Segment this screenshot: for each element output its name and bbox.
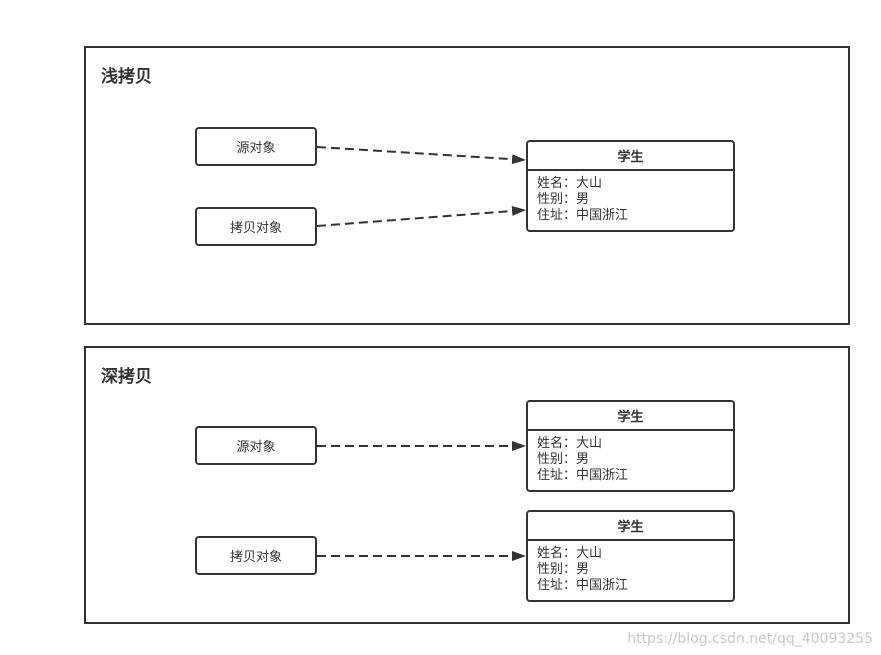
attr-name: 姓名：大山: [537, 546, 603, 561]
deep-copy-title: 深拷贝: [101, 367, 152, 387]
deep-student-class-source[interactable]: 学生 姓名：大山 性别：男 住址：中国浙江: [526, 400, 735, 492]
shallow-copy-object[interactable]: 拷贝对象: [195, 207, 317, 246]
watermark: https://blog.csdn.net/qq_40093255: [627, 631, 873, 647]
attr-address: 住址：中国浙江: [537, 208, 629, 223]
attr-name: 姓名：大山: [537, 176, 603, 191]
class-name: 学生: [528, 142, 733, 171]
attr-gender: 性别：男: [537, 562, 590, 577]
shallow-source-object[interactable]: 源对象: [195, 127, 317, 166]
attr-address: 住址：中国浙江: [537, 468, 629, 483]
shallow-copy-panel: 浅拷贝: [84, 46, 850, 325]
attr-gender: 性别：男: [537, 192, 590, 207]
class-name: 学生: [528, 402, 733, 431]
class-attributes: 姓名：大山 性别：男 住址：中国浙江: [528, 171, 733, 224]
deep-source-object[interactable]: 源对象: [195, 426, 317, 465]
deep-student-class-copy[interactable]: 学生 姓名：大山 性别：男 住址：中国浙江: [526, 510, 735, 602]
class-name: 学生: [528, 512, 733, 541]
deep-copy-panel: 深拷贝: [84, 346, 850, 624]
class-attributes: 姓名：大山 性别：男 住址：中国浙江: [528, 431, 733, 484]
attr-gender: 性别：男: [537, 452, 590, 467]
deep-copy-object[interactable]: 拷贝对象: [195, 536, 317, 575]
attr-name: 姓名：大山: [537, 436, 603, 451]
shallow-copy-title: 浅拷贝: [101, 67, 152, 87]
class-attributes: 姓名：大山 性别：男 住址：中国浙江: [528, 541, 733, 594]
attr-address: 住址：中国浙江: [537, 578, 629, 593]
shallow-student-class[interactable]: 学生 姓名：大山 性别：男 住址：中国浙江: [526, 140, 735, 232]
